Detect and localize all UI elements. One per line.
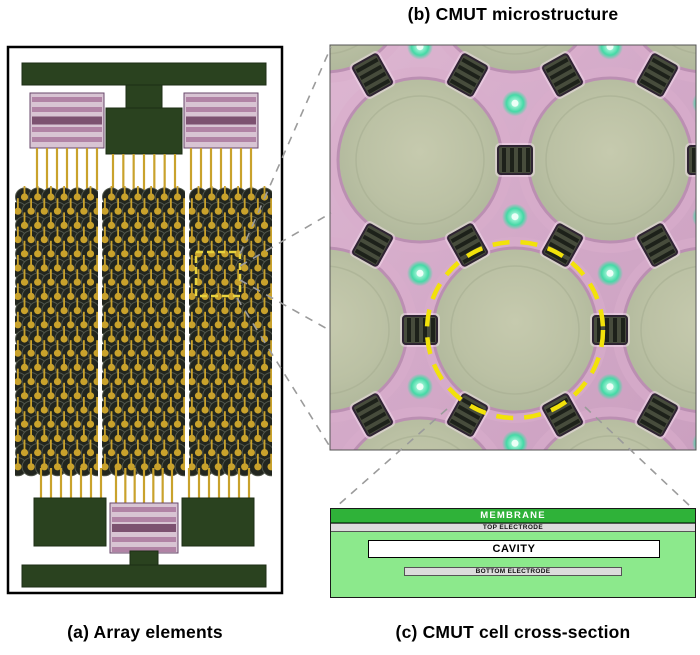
vacuum-seal-dots xyxy=(407,45,696,450)
cavity-layer: CAVITY xyxy=(368,540,660,558)
top-electrode-layer: TOP ELECTRODE xyxy=(331,523,695,532)
membrane-layer: MEMBRANE xyxy=(331,509,695,523)
membrane-support-squares xyxy=(349,51,696,439)
top-interconnect xyxy=(21,62,267,190)
cell-array-column xyxy=(189,186,272,477)
bond-pad xyxy=(29,92,105,149)
zoom-region-box xyxy=(194,250,242,298)
caption-panel-c: (c) CMUT cell cross-section xyxy=(395,622,631,642)
highlight-circle xyxy=(424,239,606,421)
bottom-electrode-layer: BOTTOM ELECTRODE xyxy=(404,567,622,576)
bottom-interconnect xyxy=(21,468,267,588)
interconnect-wires xyxy=(111,154,177,190)
cell-array-column xyxy=(15,186,98,477)
cavity-label: CAVITY xyxy=(492,543,536,555)
interconnect-wires xyxy=(39,468,103,502)
interconnect-wires xyxy=(35,148,99,190)
cmut-cells xyxy=(330,45,696,450)
panel-b-micrograph xyxy=(330,45,696,450)
interconnect-wires xyxy=(189,148,253,190)
top-electrode-label: TOP ELECTRODE xyxy=(482,524,544,531)
bottom-electrode-label: BOTTOM ELECTRODE xyxy=(475,568,551,575)
interconnect-wires xyxy=(114,468,174,507)
caption-panel-b: (b) CMUT microstructure xyxy=(407,4,619,24)
bond-pad xyxy=(183,92,259,149)
panel-a-array-elements xyxy=(6,45,284,595)
cell-array-column xyxy=(102,186,185,477)
interconnect-wires xyxy=(187,468,251,502)
micrograph-frame xyxy=(329,44,697,451)
caption-panel-a: (a) Array elements xyxy=(67,622,223,642)
zoom-connector-lines xyxy=(236,46,692,508)
bond-pad xyxy=(109,502,179,554)
membrane-label: MEMBRANE xyxy=(480,510,546,521)
cross-section-panel: MEMBRANE TOP ELECTRODE CAVITY BOTTOM ELE… xyxy=(330,508,696,598)
